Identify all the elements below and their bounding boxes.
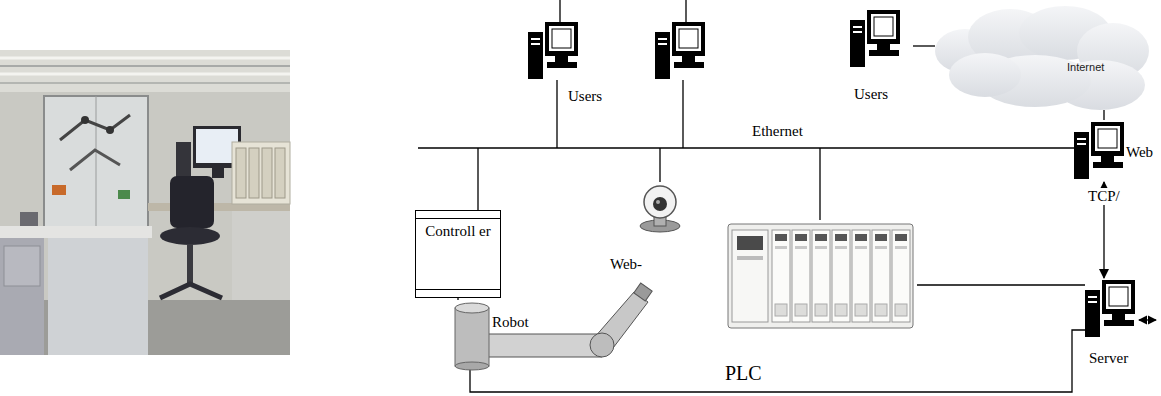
connector	[917, 284, 1085, 285]
internet-cloud: Internet	[935, 5, 1150, 110]
connector	[913, 45, 935, 46]
user-computer: Users	[528, 20, 623, 112]
connector	[470, 330, 1085, 392]
node-label: Server	[1089, 350, 1128, 367]
node-label: Web	[1126, 144, 1153, 161]
comp-icon	[1074, 120, 1124, 180]
controller-box: Controll er	[415, 210, 501, 298]
ethernet-bus	[418, 0, 1074, 220]
server-computer: Server	[1085, 278, 1137, 373]
comp-icon	[528, 20, 578, 80]
plc-icon	[728, 220, 913, 330]
box-rim	[416, 218, 500, 219]
camera-label: Web-	[610, 256, 642, 273]
webcam-icon	[640, 186, 680, 232]
cloud-icon	[935, 5, 1150, 110]
connector	[457, 298, 458, 300]
web-server: Web	[1074, 120, 1158, 182]
connector	[1103, 110, 1104, 120]
node-label: Robot	[492, 314, 529, 331]
lab-photo	[0, 50, 290, 355]
comp-icon	[1085, 278, 1135, 338]
node-label: Users	[568, 88, 602, 105]
plc-rack: PLC	[722, 220, 917, 390]
node-label: PLC	[725, 362, 762, 385]
network-label: Ethernet	[752, 123, 803, 140]
robot-icon	[452, 300, 652, 368]
comp-icon	[850, 8, 900, 68]
node-label: Controll er	[416, 223, 500, 240]
edge-label: TCP/	[1086, 188, 1122, 205]
robot-arm: Robot	[452, 300, 652, 368]
node-label: Users	[854, 86, 888, 103]
io-arrow	[1139, 319, 1156, 320]
node-label: Internet	[1067, 61, 1104, 74]
box-rim	[416, 289, 500, 290]
computer-icon	[655, 22, 705, 79]
user-computer: Users	[848, 8, 913, 108]
